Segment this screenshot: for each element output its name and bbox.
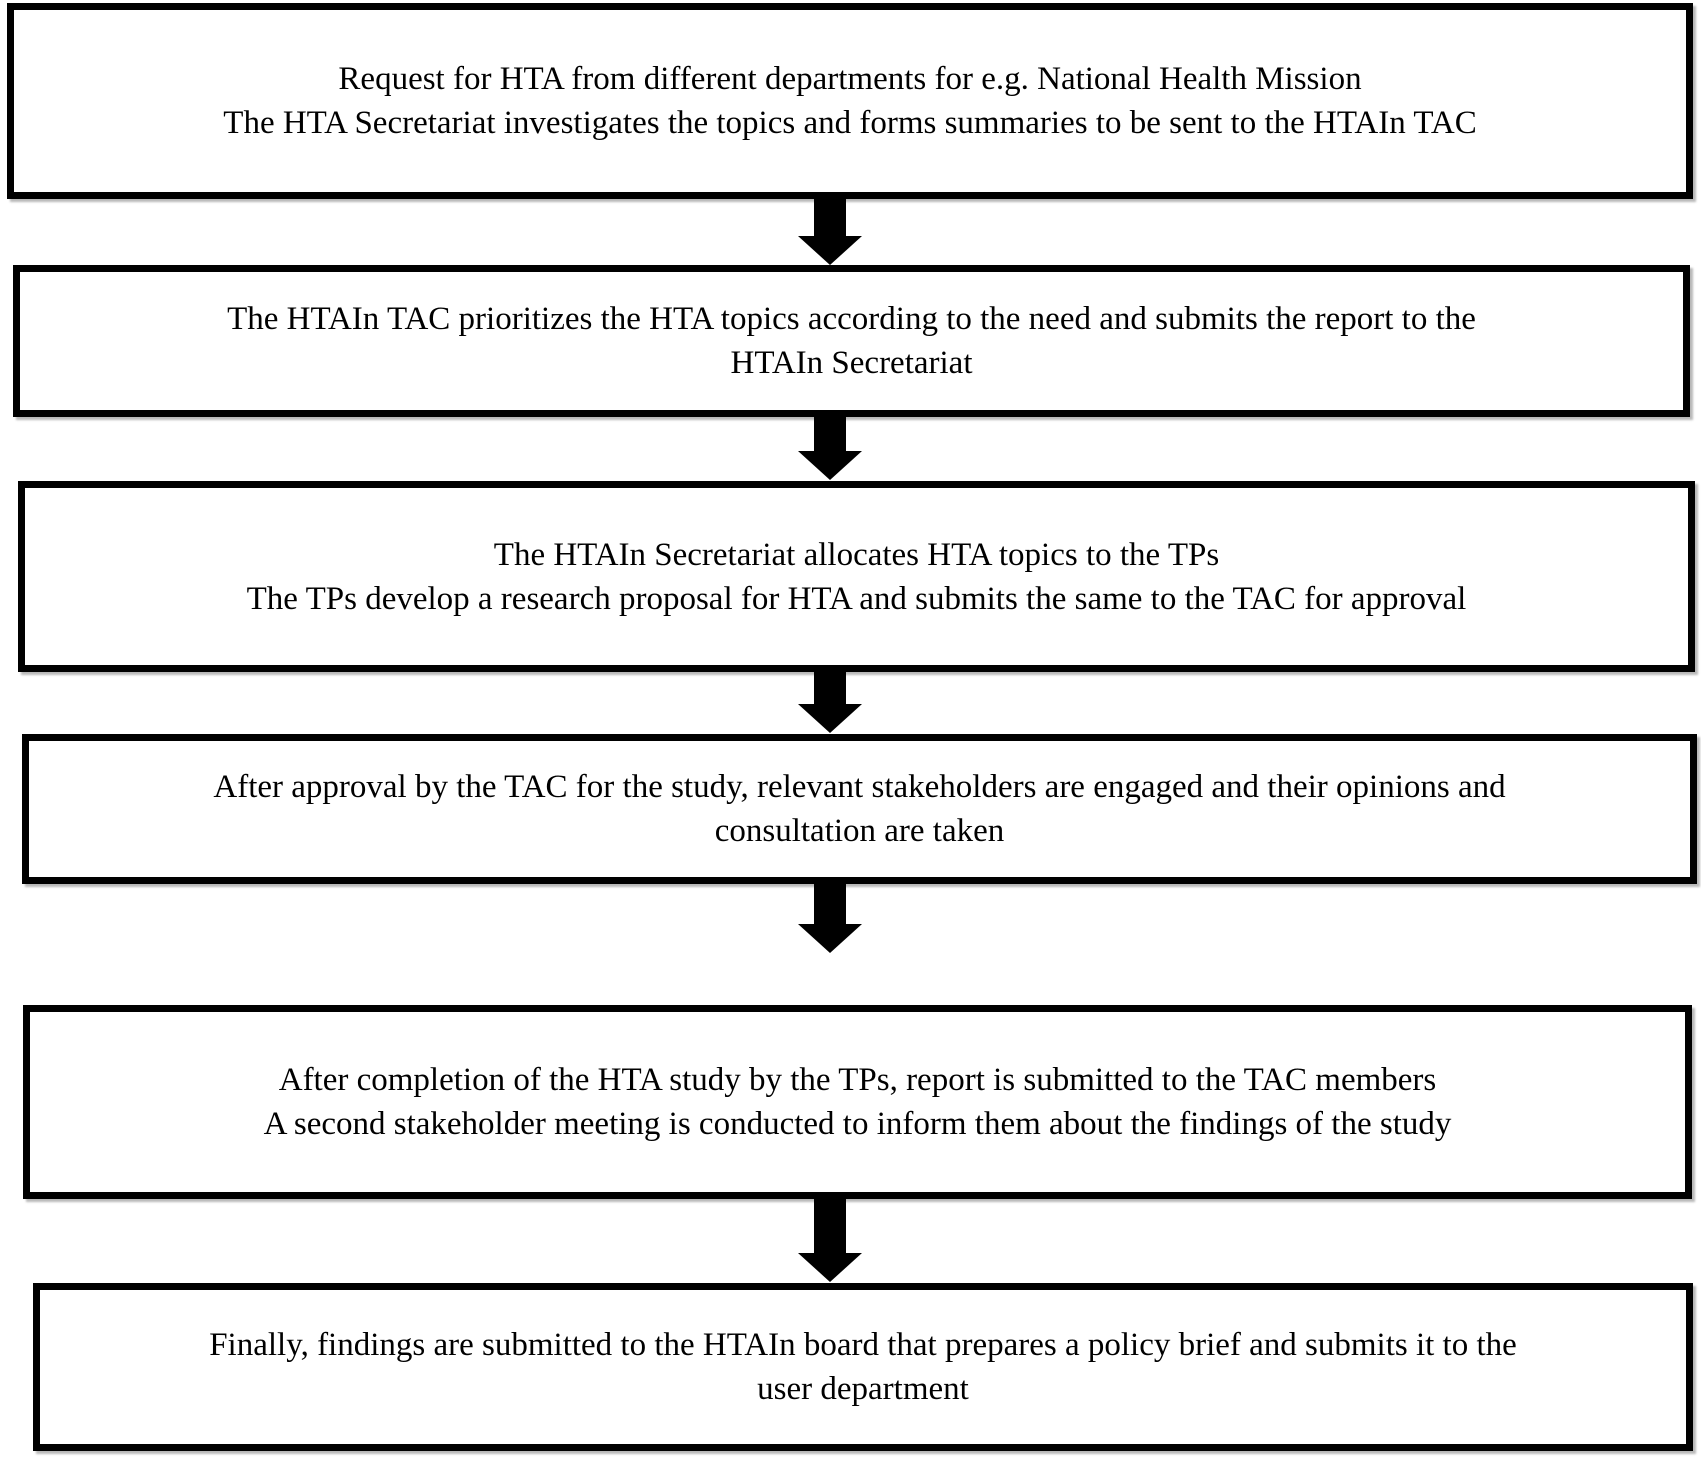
flow-step-text: user department [757, 1371, 969, 1407]
flow-step-text: Request for HTA from different departmen… [338, 61, 1362, 97]
flow-step-topic-allocation: The HTAIn Secretariat allocates HTA topi… [18, 481, 1695, 672]
arrow-head [798, 1253, 862, 1282]
arrow-head [798, 704, 862, 733]
arrow-stem [814, 1199, 846, 1253]
arrow-head [798, 451, 862, 480]
flow-step-stakeholder-consultation: After approval by the TAC for the study,… [22, 734, 1697, 884]
flow-step-text: The HTAIn Secretariat allocates HTA topi… [493, 536, 1220, 573]
flow-step-text: A second stakeholder meeting is conducte… [263, 1106, 1452, 1142]
flow-step-text: Finally, findings are submitted to the H… [209, 1327, 1517, 1363]
down-arrow-icon [798, 884, 862, 953]
down-arrow-icon [798, 672, 862, 733]
flow-step-text: HTAIn Secretariat [730, 345, 973, 381]
arrow-stem [814, 417, 846, 451]
down-arrow-icon [798, 199, 862, 265]
arrow-stem [814, 884, 846, 924]
arrow-head [798, 236, 862, 265]
down-arrow-icon [798, 1199, 862, 1282]
flow-step-text: The HTAIn TAC prioritizes the HTA topics… [227, 301, 1476, 337]
flow-step-study-report: After completion of the HTA study by the… [23, 1005, 1692, 1199]
arrow-head [798, 924, 862, 953]
arrow-stem [814, 199, 846, 236]
flow-step-text: The HTA Secretariat investigates the top… [223, 105, 1477, 141]
flow-step-policy-brief: Finally, findings are submitted to the H… [33, 1283, 1693, 1451]
flow-step-text: After completion of the HTA study by the… [278, 1062, 1437, 1098]
down-arrow-icon [798, 417, 862, 480]
flow-step-tac-prioritization: The HTAIn TAC prioritizes the HTA topics… [13, 265, 1690, 417]
flow-step-hta-request: Request for HTA from different departmen… [7, 3, 1693, 199]
arrow-stem [814, 672, 846, 704]
flow-step-text: After approval by the TAC for the study,… [213, 769, 1506, 805]
flow-step-text: The TPs develop a research proposal for … [246, 580, 1467, 617]
flow-step-text: consultation are taken [714, 813, 1005, 849]
